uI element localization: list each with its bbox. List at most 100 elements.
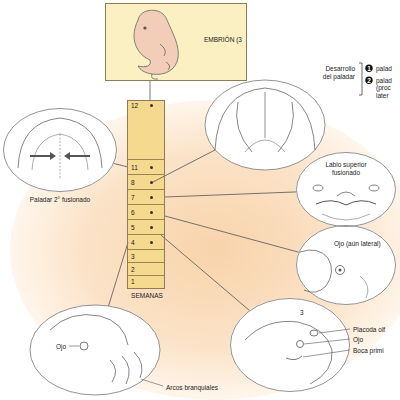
stage-caption: Labio superior fusionado (320, 161, 372, 176)
week-number: 7 (131, 194, 135, 202)
embryo-box-fill (105, 3, 247, 81)
bracket (359, 63, 362, 95)
label-holder: 1 (365, 65, 372, 73)
lip-outline (316, 201, 376, 205)
palatal-shelf (278, 102, 293, 152)
week-number: 11 (131, 164, 138, 172)
embryo-cord (152, 74, 158, 79)
label-holder: Desarrollo del paladar (315, 65, 355, 80)
head-profile (50, 315, 128, 345)
eye-symbol (297, 341, 304, 348)
eye-symbol (313, 185, 323, 191)
label-holder: 2 (365, 77, 372, 85)
mouth-outline (286, 356, 302, 360)
week-cell: 11 (128, 160, 164, 175)
oval-outline (297, 153, 396, 227)
part-name: Arcos branquiales (166, 384, 218, 392)
leader-line (141, 379, 163, 386)
oval-outline (296, 225, 396, 305)
stage-oval: Paladar 2° fusionado (3, 108, 117, 192)
oval-outline (205, 80, 325, 170)
week-number: 6 (131, 209, 135, 217)
embryo-limb (160, 44, 170, 70)
arch-outline (122, 356, 129, 384)
oval-outline (297, 226, 396, 305)
week-bar: SEMANAS121187654321 (127, 100, 165, 289)
eye-symbol (336, 266, 345, 275)
oval-fill (230, 298, 350, 392)
week-number: 4 (131, 239, 135, 247)
oval-outline (230, 298, 350, 392)
palate-midline (60, 134, 61, 178)
stage-caption: Paladar 2° fusionado (3, 196, 117, 204)
week-dot (150, 104, 153, 107)
embryo-figure (134, 10, 178, 74)
arch-outline (110, 360, 116, 382)
week-cell: 7 (128, 190, 164, 205)
fusion-arrowhead (50, 152, 56, 160)
callout-number: 2 (365, 77, 372, 85)
connector-line (150, 81, 151, 101)
week-bar-fill (127, 100, 165, 289)
oval-outline (4, 109, 117, 192)
oval-outline (231, 299, 350, 392)
head-profile (245, 321, 332, 384)
part-name: palad (376, 65, 392, 73)
connector-line (164, 216, 299, 252)
week-number: 12 (131, 102, 138, 110)
part-name: Placoda olf (353, 326, 385, 334)
nose-outline (337, 192, 355, 196)
week-number: 3 (131, 253, 135, 261)
leader-line (304, 339, 350, 344)
label-holder: Placoda olf (353, 326, 385, 334)
week-cell: 4 (128, 235, 164, 250)
week-cell: 3 (128, 250, 164, 263)
week-dot (150, 211, 153, 214)
palatal-shelf (237, 102, 252, 152)
label-holder: Arcos branquiales (166, 384, 218, 392)
connector-line (114, 163, 128, 167)
connector-line (164, 192, 296, 197)
eye-symbol (369, 185, 379, 191)
week-number: 8 (131, 179, 135, 187)
part-name: Boca primi (353, 347, 384, 355)
nasal-septum (265, 92, 266, 138)
oval-fill (296, 152, 396, 227)
stage-caption: Ojo (aún lateral) (334, 240, 381, 248)
part-name: palad (proc later (376, 77, 392, 100)
label-holder: palad (376, 65, 392, 73)
week-dot (150, 226, 153, 229)
face-profile (300, 250, 332, 292)
label-holder: Ojo (353, 336, 363, 344)
fusion-arrow (70, 155, 90, 157)
embryo-eye (143, 26, 146, 29)
stage-oval: Labio superior fusionado (296, 152, 396, 227)
leader-line (69, 346, 79, 347)
fusion-arrow (30, 155, 50, 157)
label-holder: Boca primi (353, 347, 384, 355)
embryo-box: EMBRIÓN (3 (105, 3, 247, 81)
oval-outline (3, 108, 117, 192)
arch-outline (360, 276, 368, 298)
axis-title: SEMANAS (123, 292, 171, 300)
week-number: 5 (131, 224, 135, 232)
fusion-arrowhead (64, 152, 70, 160)
week-dot (150, 181, 153, 184)
oval-fill (3, 108, 117, 192)
label-holder: palad (proc later (376, 77, 392, 100)
stage-number: 3 (300, 309, 304, 317)
eye-symbol (80, 342, 88, 350)
week-cell: 1 (128, 276, 164, 288)
part-name: Ojo (353, 336, 363, 344)
eye-pupil (339, 269, 342, 272)
leader-line (319, 329, 350, 333)
week-cell: 8 (128, 175, 164, 190)
oval-fill (296, 225, 396, 305)
stage-oval: Ojo (aún lateral) (296, 225, 396, 305)
week-leader (152, 150, 215, 183)
week-cell: 5 (128, 220, 164, 235)
chin-outline (322, 214, 370, 220)
connector-line (161, 235, 250, 310)
